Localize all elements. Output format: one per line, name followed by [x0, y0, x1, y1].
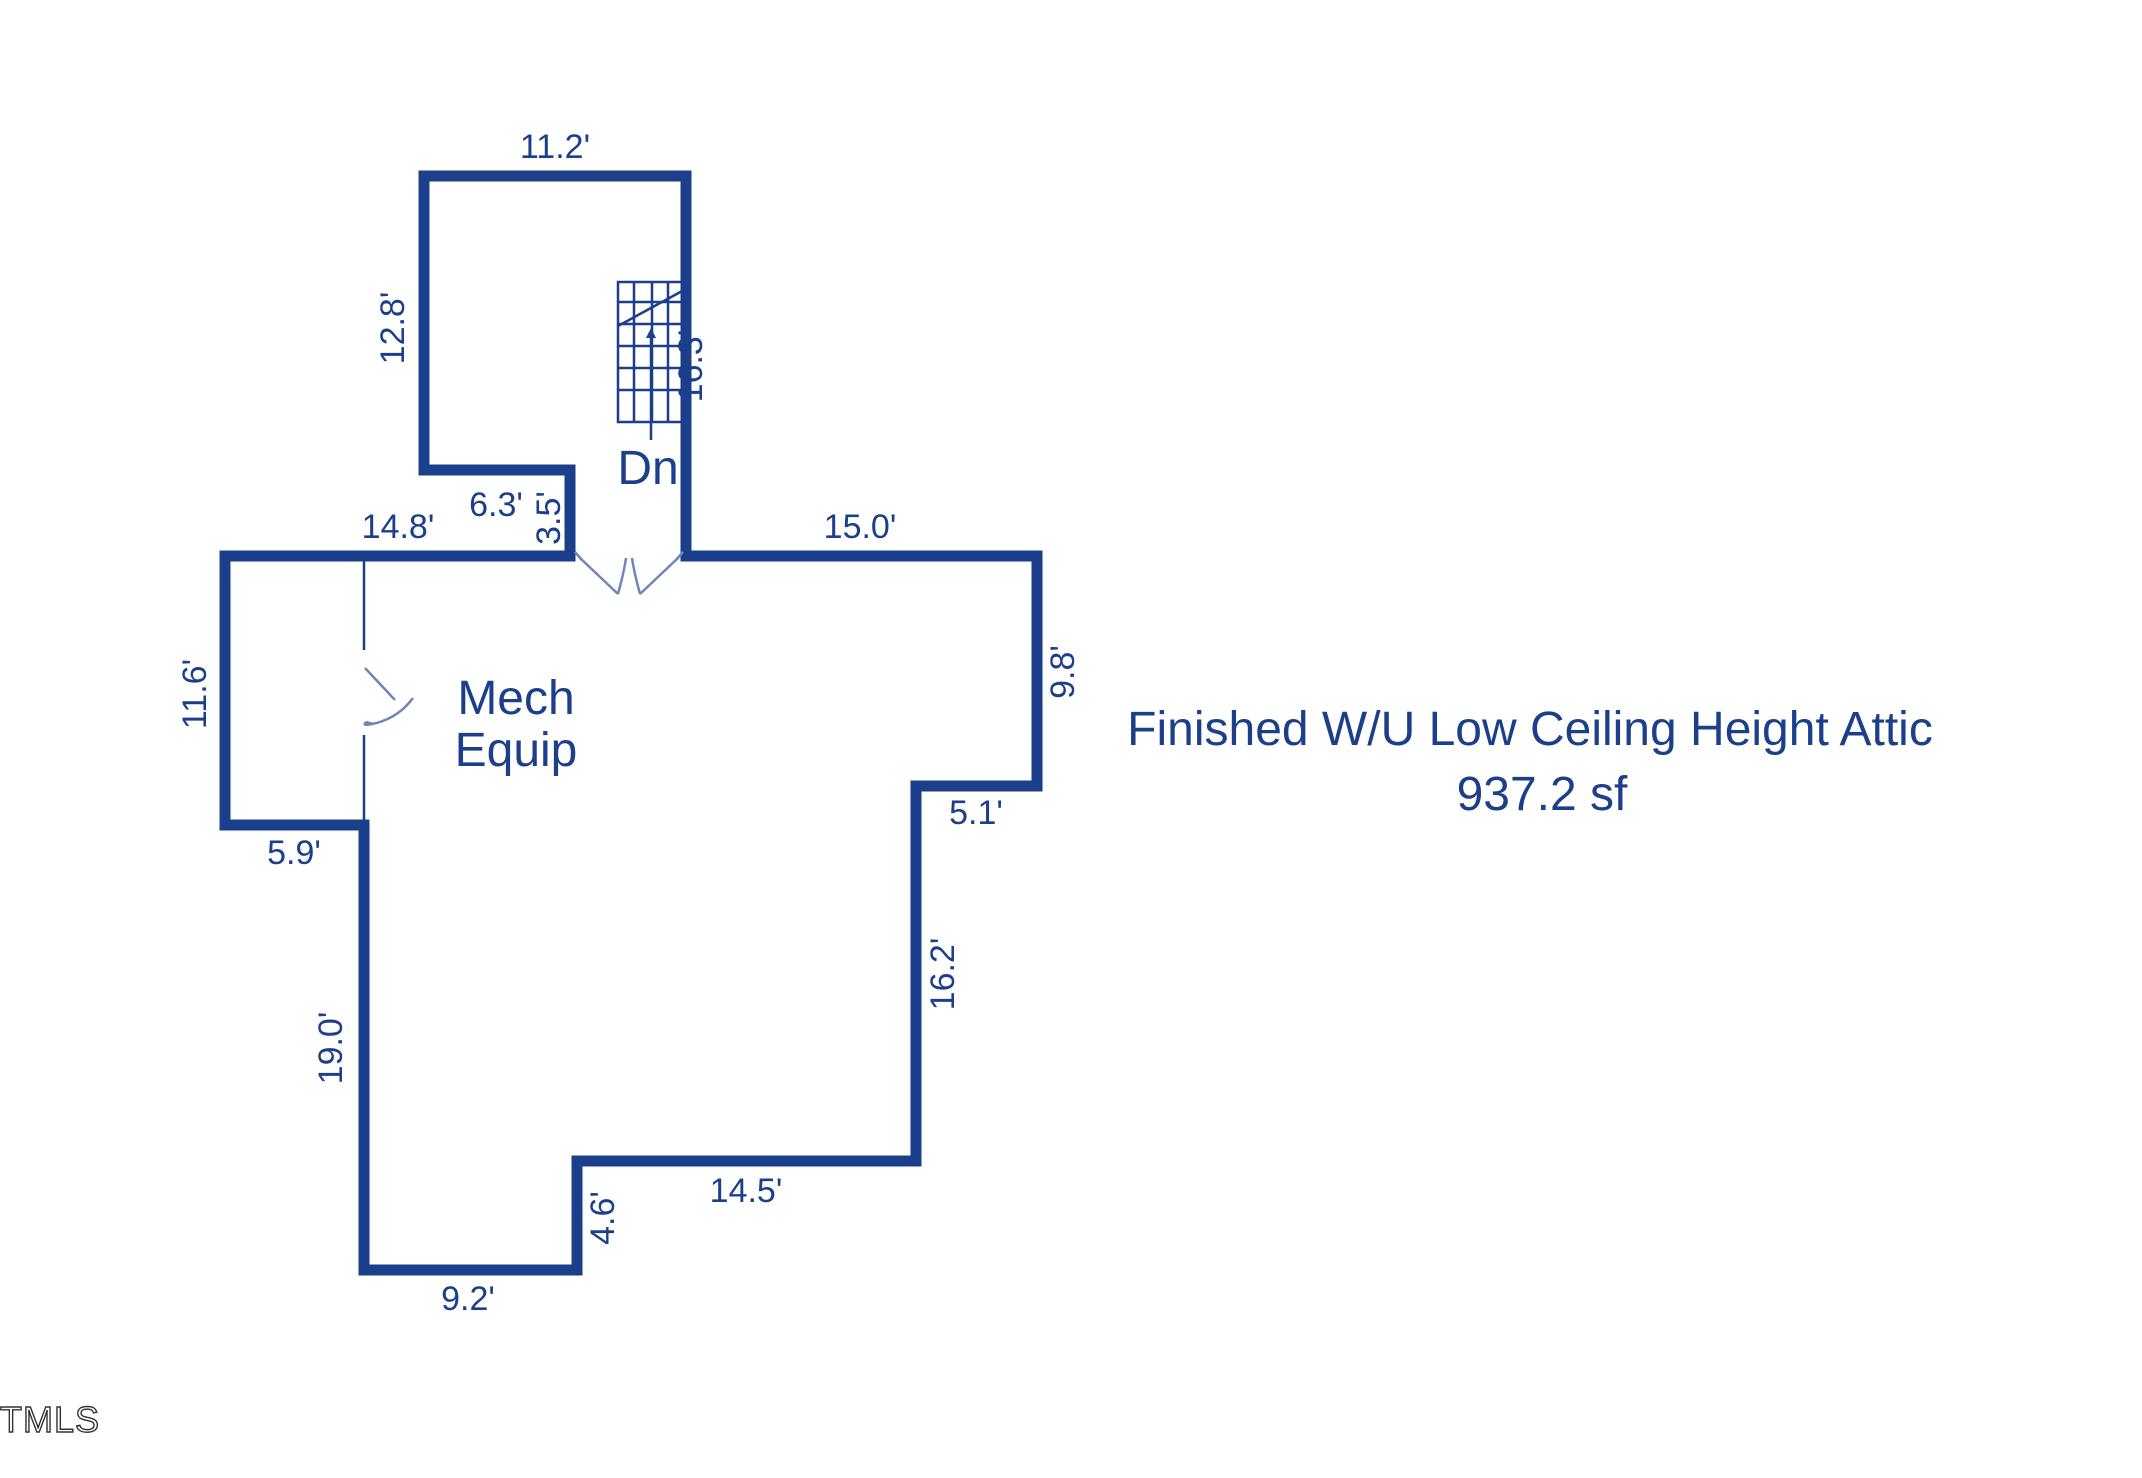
dim-left-lower: 19.0': [312, 1012, 350, 1085]
dim-upper-left: 12.8': [374, 292, 412, 365]
dim-main-top-left: 14.8': [362, 508, 435, 546]
dim-notch-vertical: 3.5': [530, 491, 568, 545]
staircase: [616, 280, 686, 440]
double-door: [574, 551, 684, 595]
dim-notch-horizontal: 6.3': [469, 486, 523, 524]
dim-bottom-step: 4.6': [584, 1191, 622, 1245]
dim-right-step: 5.1': [949, 794, 1003, 832]
dim-left-upper: 11.6': [176, 659, 214, 729]
floor-title: Finished W/U Low Ceiling Height Attic: [1127, 703, 1933, 756]
dim-main-top-right: 15.0': [824, 508, 897, 546]
dim-bottom-right: 14.5': [710, 1172, 783, 1210]
dim-right-upper: 9.8': [1044, 645, 1082, 699]
dim-bottom-left: 9.2': [441, 1280, 495, 1318]
tmls-watermark: TMLS: [0, 1399, 100, 1440]
stair-label: Dn: [617, 442, 678, 495]
upper-room-wall: [418, 170, 692, 560]
main-floor-wall: [219, 550, 1043, 1276]
mech-door: [362, 667, 414, 727]
dim-right-lower: 16.2': [924, 938, 962, 1011]
mech-label-line1: Mech: [457, 672, 574, 725]
dim-left-step: 5.9': [267, 834, 321, 872]
mech-label-line2: Equip: [455, 724, 578, 777]
dim-stair-wall: 16.3': [672, 330, 710, 403]
stair-arrow-icon: [646, 328, 656, 338]
floor-area: 937.2 sf: [1457, 768, 1628, 821]
dim-top: 11.2': [520, 128, 590, 166]
